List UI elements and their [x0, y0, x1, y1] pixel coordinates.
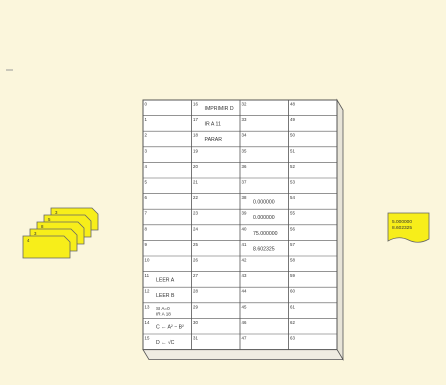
memory-cell-address: 18 [193, 133, 198, 138]
memory-cell-content: SI A=0 [156, 306, 170, 311]
memory-cell-address: 61 [290, 304, 295, 309]
memory-cell-address: 12 [145, 289, 150, 294]
memory-cell-address: 29 [193, 304, 198, 309]
memory-cell-address: 60 [290, 289, 295, 294]
memory-cell-address: 41 [242, 242, 247, 247]
memory-cell-address: 44 [242, 289, 247, 294]
memory-cell-address: 31 [193, 336, 198, 341]
memory-cell-address: 43 [242, 273, 247, 278]
memory-cell-address: 26 [193, 258, 198, 263]
memory-cell-address: 39 [242, 211, 247, 216]
memory-cell-address: 48 [290, 102, 295, 107]
memory-cell-address: 16 [193, 102, 198, 107]
input-card: 4 [23, 236, 70, 258]
memory-cell-content: D ← √C [156, 339, 175, 346]
memory-cell-address: 53 [290, 180, 295, 185]
memory-cell-address: 17 [193, 117, 198, 122]
memory-cell-address: 34 [242, 133, 247, 138]
memory-bottom-face [143, 350, 343, 360]
memory-cell-content: IR A 18 [156, 311, 171, 316]
memory-cell-address: 23 [193, 211, 198, 216]
memory-cell-address: 21 [193, 180, 198, 185]
memory-cell-address: 27 [193, 273, 198, 278]
memory-cell-address: 10 [145, 258, 150, 263]
memory-cell-content: 8.602325 [253, 246, 275, 252]
memory-cell-address: 22 [193, 195, 198, 200]
memory-cell-address: 25 [193, 242, 198, 247]
memory-cell-address: 19 [193, 148, 198, 153]
memory-cell-content: IMPRIMIR D [205, 106, 234, 112]
memory-cell-address: 50 [290, 133, 295, 138]
memory-cell-address: 37 [242, 180, 247, 185]
memory-cell-content: IR A 11 [205, 122, 221, 128]
memory-cell-address: 28 [193, 289, 198, 294]
input-card-shape [23, 236, 70, 258]
memory-cell-address: 20 [193, 164, 198, 169]
memory-cell-address: 51 [290, 148, 295, 153]
memory-cell-address: 14 [145, 320, 150, 325]
memory-cell-address: 56 [290, 226, 295, 231]
memory-cell-address: 42 [242, 258, 247, 263]
memory-cell-address: 57 [290, 242, 295, 247]
memory-cell-address: 62 [290, 320, 295, 325]
memory-cell-address: 38 [242, 195, 247, 200]
memory-cell-address: 45 [242, 304, 247, 309]
memory-cell-address: 58 [290, 258, 295, 263]
memory-cell-address: 40 [242, 226, 247, 231]
memory-cell-address: 33 [242, 117, 247, 122]
memory-cell-address: 24 [193, 226, 198, 231]
memory-cell-address: 49 [290, 117, 295, 122]
memory-cell-content: 75.000000 [253, 231, 278, 237]
memory-cell-address: 35 [242, 148, 247, 153]
memory-cell-content: C ← A² − B² [156, 324, 184, 330]
output-value: 5.000000 [392, 219, 412, 225]
memory-cell-address: 32 [242, 102, 247, 107]
memory-cell-content: LEER A [156, 278, 175, 284]
memory-cell-content: LEER B [156, 293, 175, 299]
memory-cell-address: 46 [242, 320, 247, 325]
memory-cell-content: PARAR [205, 137, 223, 143]
memory-cell-content: 0.000000 [253, 200, 275, 206]
memory-cell-address: 30 [193, 320, 198, 325]
memory-cell-address: 59 [290, 273, 295, 278]
memory-cell-address: 15 [145, 336, 150, 341]
output-value: 8.602325 [392, 225, 412, 231]
memory-cell-address: 36 [242, 164, 247, 169]
memory-cell-address: 11 [145, 273, 150, 278]
memory-cell-address: 52 [290, 164, 295, 169]
memory-cell-content: 0.000000 [253, 215, 275, 221]
memory-cell-address: 54 [290, 195, 295, 200]
memory-cell-address: 55 [290, 211, 295, 216]
memory-cell-address: 63 [290, 336, 295, 341]
memory-side-face [337, 100, 343, 360]
memory-cell-address: 13 [145, 304, 150, 309]
memory-cell-address: 47 [242, 336, 247, 341]
